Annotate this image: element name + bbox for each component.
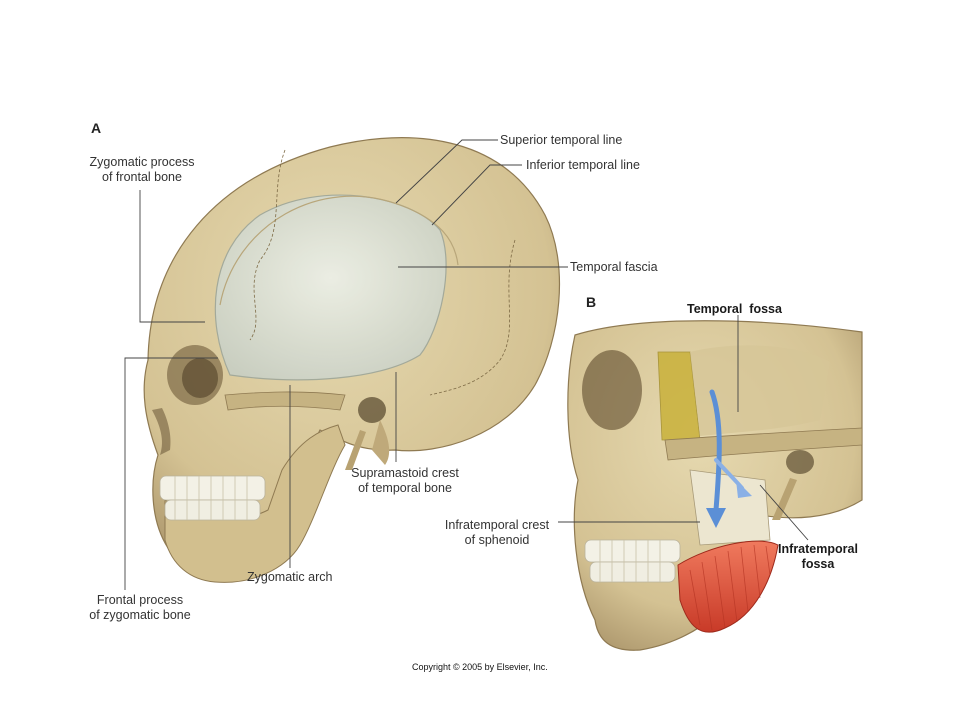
ear-canal-b <box>786 450 814 474</box>
panel-label-a: A <box>91 120 102 136</box>
mastoid-a <box>372 420 390 465</box>
label-inferior-temporal-line: Inferior temporal line <box>526 158 640 172</box>
fossa-arrow-branch-head <box>736 480 752 498</box>
skull-b <box>567 320 863 651</box>
label-frontal-process-line1: Frontal process <box>96 593 184 607</box>
label-zygomatic-process-line1: Zygomatic process <box>89 155 195 169</box>
styloid-a <box>345 430 366 470</box>
label-zygomatic-process: Zygomatic process of frontal bone <box>82 155 202 185</box>
label-infratemporal-crest-line1: Infratemporal crest <box>444 518 550 532</box>
panel-label-b: B <box>586 294 597 310</box>
label-supramastoid-crest-line1: Supramastoid crest <box>351 466 459 480</box>
leader-superior-temporal-line <box>395 139 498 204</box>
leader-inferior-temporal-line <box>431 164 522 226</box>
label-zygomatic-arch: Zygomatic arch <box>247 570 333 584</box>
temporal-fascia-a <box>214 194 447 381</box>
label-zygomatic-process-line2: of frontal bone <box>102 170 182 184</box>
upper-teeth-a <box>159 475 266 501</box>
label-superior-temporal-line: Superior temporal line <box>500 133 623 147</box>
label-infratemporal-fossa-line2: fossa <box>801 557 835 571</box>
label-supramastoid-crest-line2: of temporal bone <box>358 481 452 495</box>
external-acoustic-meatus-a <box>358 397 386 423</box>
nasal-a <box>152 408 171 455</box>
orbit-b <box>582 350 642 430</box>
teeth-lines-a <box>174 476 248 520</box>
lambdoid-suture-a <box>429 239 516 396</box>
label-infratemporal-fossa: Infratemporal fossa <box>768 542 868 572</box>
label-frontal-process-line2: of zygomatic bone <box>89 608 191 622</box>
leader-frontal-process <box>124 357 218 590</box>
teeth-lines-b <box>599 540 661 582</box>
lower-teeth-a <box>164 499 261 521</box>
label-supramastoid-crest: Supramastoid crest of temporal bone <box>340 466 470 496</box>
leader-infratemporal-fossa <box>759 484 809 541</box>
masseter-muscle-b <box>677 540 779 633</box>
temporal-fossa-area-b <box>690 345 830 436</box>
upper-teeth-b <box>584 539 681 563</box>
ramus-b <box>689 469 771 546</box>
leader-lines <box>124 139 809 590</box>
coronal-suture-a <box>249 149 286 341</box>
label-infratemporal-fossa-line1: Infratemporal <box>778 542 858 556</box>
orbit-a-inner <box>182 358 218 398</box>
zygomatic-arch-a <box>224 391 346 411</box>
fossa-arrow-main <box>709 389 722 513</box>
muscle-fibers-b <box>689 544 771 631</box>
fossa-arrow-main-head <box>706 508 726 528</box>
lower-teeth-b <box>589 561 676 583</box>
label-frontal-process: Frontal process of zygomatic bone <box>85 593 195 623</box>
styloid-b <box>772 478 797 520</box>
copyright-notice: Copyright © 2005 by Elsevier, Inc. <box>412 662 548 672</box>
label-infratemporal-crest: Infratemporal crest of sphenoid <box>437 518 557 548</box>
label-infratemporal-crest-line2: of sphenoid <box>464 533 530 547</box>
superior-temporal-line-a <box>219 195 459 306</box>
label-temporal-fossa: Temporal fossa <box>687 302 782 316</box>
skull-a <box>143 137 561 583</box>
leader-zygomatic-process <box>139 190 205 323</box>
zygomatic-arch-b <box>664 427 863 461</box>
label-temporal-fascia: Temporal fascia <box>570 260 658 274</box>
